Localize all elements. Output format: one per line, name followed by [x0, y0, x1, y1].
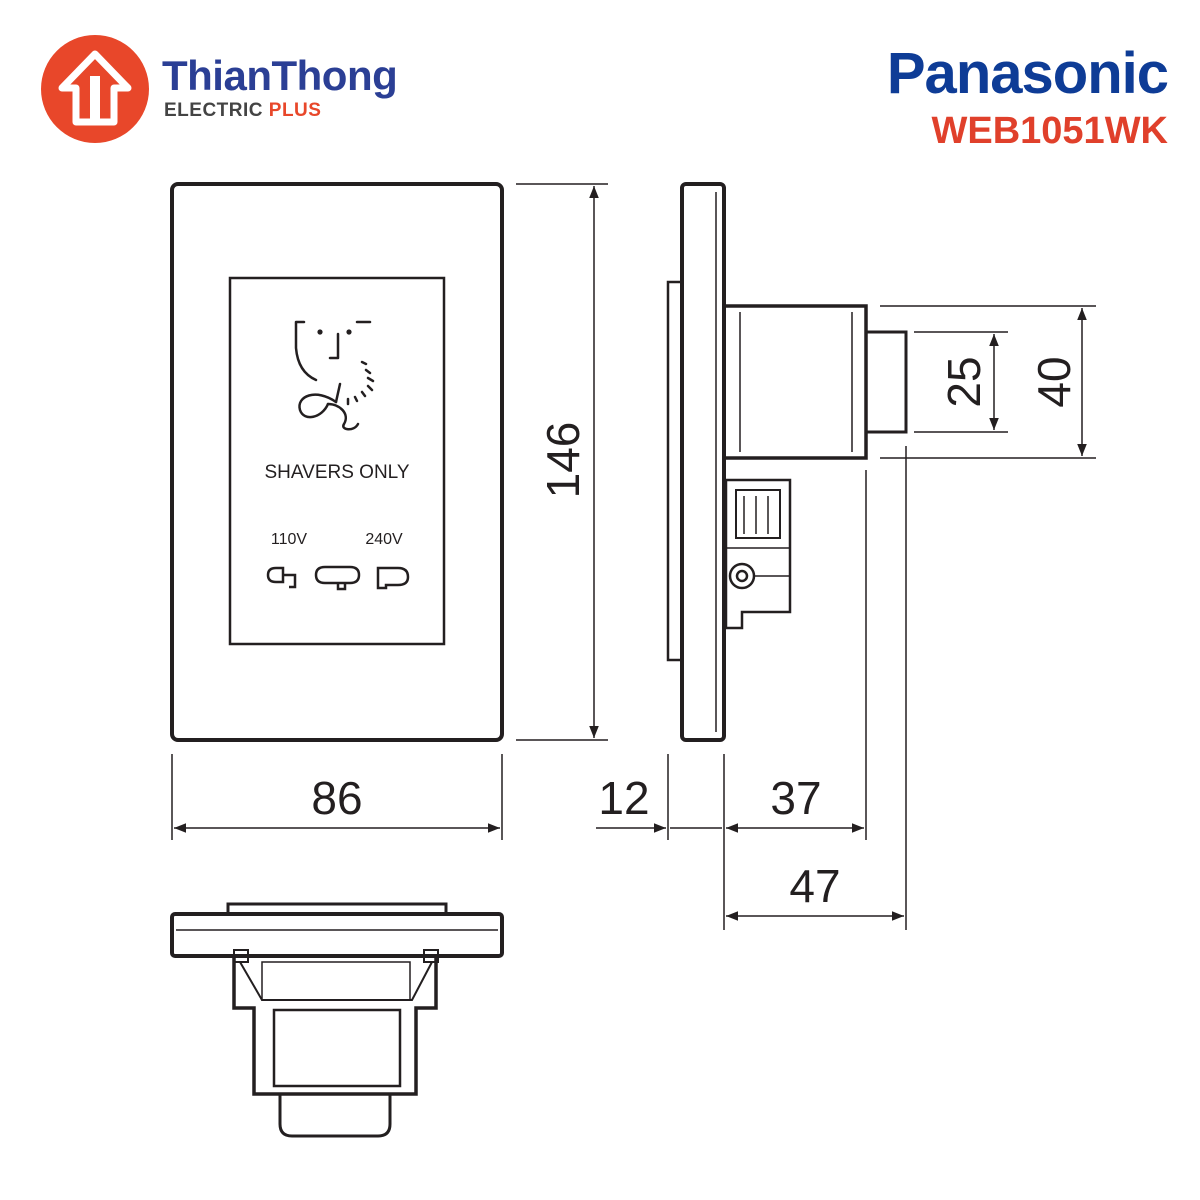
- side-terminal: [724, 478, 792, 630]
- height-dimension: [516, 183, 608, 741]
- socket-outlet-110v: [266, 566, 297, 589]
- front-window: [228, 276, 446, 646]
- bottom-view: [170, 902, 504, 1138]
- side-view: [666, 182, 908, 742]
- socket-outlet-240v: [376, 566, 410, 590]
- bottom-plate: [170, 912, 504, 958]
- body-depth-label: 37: [770, 772, 821, 824]
- brand-tagline: ELECTRIC PLUS: [164, 100, 321, 122]
- height-dimension-label: 146: [537, 422, 589, 499]
- side-body: [722, 304, 868, 460]
- bottom-body: [232, 956, 438, 1096]
- front-plate: [170, 182, 504, 742]
- brand-tagline-accent: PLUS: [268, 100, 322, 121]
- voltage-240v-label: 240V: [365, 531, 403, 548]
- side-face-strip: [666, 280, 684, 662]
- socket-outlet-dual: [314, 565, 361, 591]
- voltage-110v-label: 110V: [271, 531, 308, 548]
- width-dimension: [171, 754, 503, 840]
- side-plug-face: [864, 330, 908, 434]
- shavers-only-label: SHAVERS ONLY: [264, 462, 409, 483]
- shaver-face-icon: [294, 320, 375, 431]
- total-depth-label: 47: [789, 860, 840, 912]
- side-plate: [680, 182, 726, 742]
- thianthong-logo: ThianThong ELECTRIC PLUS: [40, 34, 460, 144]
- house-arrow-icon: [41, 35, 149, 143]
- width-dimension-label: 86: [311, 772, 362, 824]
- brand-tagline-main: ELECTRIC: [164, 100, 263, 121]
- manufacturer-name: Panasonic: [886, 41, 1169, 106]
- outer-height-label: 40: [1028, 356, 1080, 407]
- depth-dimensions: [596, 446, 907, 930]
- height-25-40-dimensions: [880, 305, 1096, 459]
- plate-depth-label: 12: [598, 772, 649, 824]
- brand-name: ThianThong: [162, 52, 398, 99]
- bottom-plug: [278, 1094, 392, 1138]
- inner-height-label: 25: [938, 356, 990, 407]
- front-view: [170, 182, 504, 742]
- model-number: WEB1051WK: [931, 110, 1169, 152]
